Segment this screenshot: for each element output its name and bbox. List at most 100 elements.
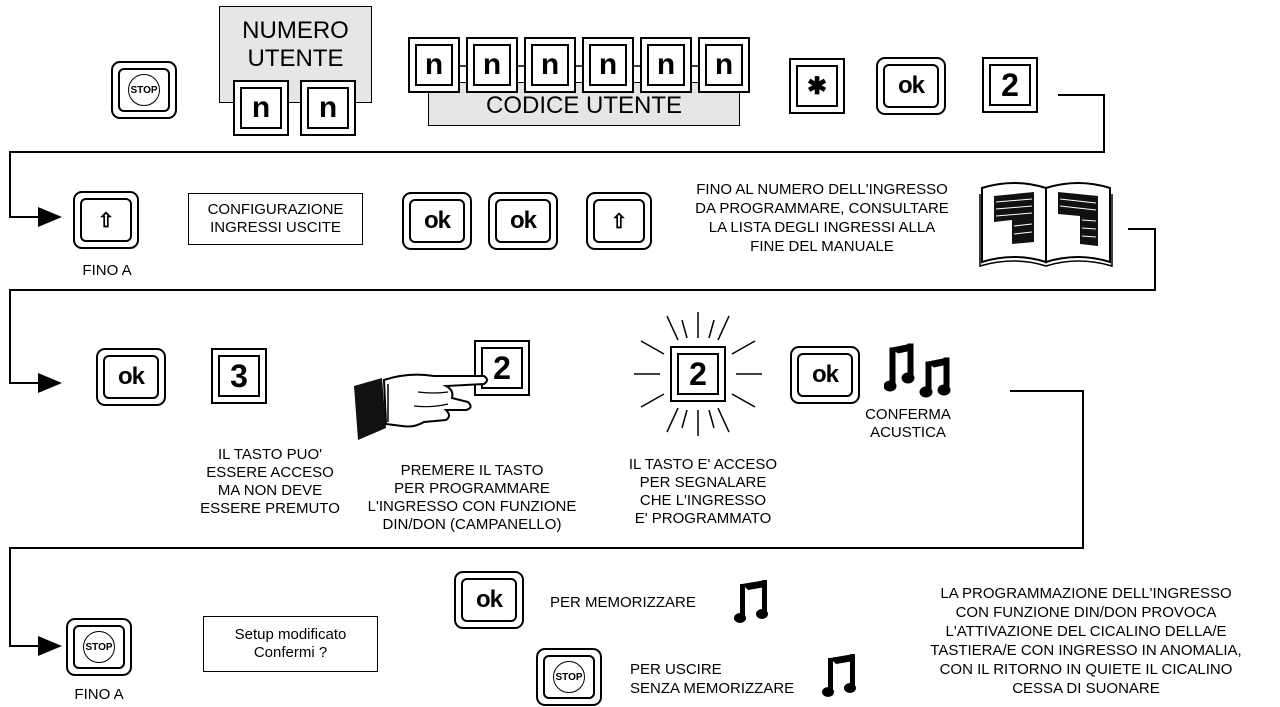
warning-line: L'ATTIVAZIONE DEL CICALINO DELLA/E (945, 623, 1227, 640)
exit-label: PER USCIRE SENZA MEMORIZZARE (630, 660, 794, 698)
note-line: CHE L'INGRESSO (639, 492, 767, 509)
stop-key-exit[interactable]: STOP (536, 648, 602, 706)
config-display: CONFIGURAZIONE INGRESSI USCITE (188, 193, 363, 245)
warning-line: LA PROGRAMMAZIONE DELL'INGRESSO (940, 585, 1232, 602)
setup-line1: Setup modificato (234, 626, 347, 643)
ok-label: ok (409, 199, 465, 243)
numero-utente-line2: UTENTE (247, 45, 344, 72)
user-code-key-5[interactable]: n (640, 37, 692, 93)
fino-a-label-1: FINO A (82, 262, 132, 279)
n-label: n (705, 44, 743, 86)
manual-instruction: FINO AL NUMERO DELL'INGRESSO DA PROGRAMM… (672, 180, 972, 256)
note-line: IL TASTO E' ACCESO (628, 456, 778, 473)
n-label: n (589, 44, 627, 86)
pointing-hand-icon (354, 373, 488, 440)
note-line: DIN/DON (CAMPANELLO) (382, 516, 562, 533)
stop-key-label: STOP (553, 661, 585, 693)
setup-line2: Confermi ? (253, 644, 328, 661)
light-rays (634, 312, 762, 436)
digit-2-key-pressed[interactable]: 2 (474, 340, 530, 396)
ok-key[interactable]: ok (876, 57, 946, 115)
music-note-icon (734, 580, 768, 623)
din-don-warning: LA PROGRAMMAZIONE DELL'INGRESSO CON FUNZ… (896, 584, 1276, 698)
instruction-line: LA LISTA DEGLI INGRESSI ALLA (708, 219, 936, 236)
n-label: n (531, 44, 569, 86)
ok-label: ok (495, 199, 551, 243)
ok-key-4[interactable]: ok (454, 571, 524, 629)
stop-key-4[interactable]: STOP (66, 618, 132, 676)
codice-utente-label: CODICE UTENTE (485, 92, 682, 119)
acoustic-confirmation: CONFERMA ACUSTICA (858, 406, 958, 442)
up-arrow-key-2[interactable]: ⇧ (586, 192, 652, 250)
setup-display: Setup modificato Confermi ? (203, 616, 378, 672)
numero-utente-line1: NUMERO (242, 17, 349, 44)
stop-key[interactable]: STOP (111, 61, 177, 119)
note-line: IL TASTO PUO' (217, 446, 322, 463)
exit-line: PER USCIRE (630, 661, 722, 678)
warning-line: CON FUNZIONE DIN/DON PROVOCA (955, 604, 1217, 621)
note-line: MA NON DEVE (217, 482, 323, 499)
user-code-key-4[interactable]: n (582, 37, 634, 93)
fino-a-label-2: FINO A (74, 686, 124, 703)
open-book-icon (979, 182, 1113, 268)
note-line: ESSERE ACCESO (206, 464, 334, 481)
digit-2-label: 2 (677, 353, 719, 395)
note-line: PREMERE IL TASTO (400, 462, 544, 479)
user-number-key-2[interactable]: n (300, 80, 356, 136)
ok-label: ok (103, 355, 159, 399)
exit-line: SENZA MEMORIZZARE (630, 680, 795, 697)
note-line: PER PROGRAMMARE (394, 480, 550, 497)
ok-key-2b[interactable]: ok (488, 192, 558, 250)
star-key[interactable]: ✱ (789, 58, 845, 114)
acoustic-line: ACUSTICA (870, 424, 946, 441)
user-code-key-1[interactable]: n (408, 37, 460, 93)
digit-3-key[interactable]: 3 (211, 348, 267, 404)
up-arrow-key[interactable]: ⇧ (73, 191, 139, 249)
music-note-icon (884, 343, 951, 398)
memorize-label: PER MEMORIZZARE (550, 594, 696, 611)
digit-2-label: 2 (989, 64, 1031, 106)
instruction-line: FINO AL NUMERO DELL'INGRESSO (696, 181, 948, 198)
n-label: n (240, 87, 282, 129)
stop-key-label: STOP (83, 631, 115, 663)
ok-label: ok (461, 578, 517, 622)
ok-key-3[interactable]: ok (96, 348, 166, 406)
acoustic-line: CONFERMA (865, 406, 951, 423)
note-line: ESSERE PREMUTO (200, 500, 340, 517)
numero-utente-panel: NUMERO UTENTE (219, 6, 372, 103)
up-arrow-icon: ⇧ (80, 198, 132, 242)
music-note-icon (822, 654, 856, 697)
note-key-lit: IL TASTO PUO' ESSERE ACCESO MA NON DEVE … (180, 446, 360, 518)
config-line1: CONFIGURAZIONE (207, 201, 344, 218)
ok-key-2a[interactable]: ok (402, 192, 472, 250)
user-code-key-6[interactable]: n (698, 37, 750, 93)
instruction-line: DA PROGRAMMARE, CONSULTARE (695, 200, 949, 217)
user-number-key-1[interactable]: n (233, 80, 289, 136)
ok-label: ok (883, 64, 939, 108)
warning-line: TASTIERA/E CON INGRESSO IN ANOMALIA, (930, 642, 1242, 659)
n-label: n (307, 87, 349, 129)
note-line: L'INGRESSO CON FUNZIONE (367, 498, 577, 515)
warning-line: CESSA DI SUONARE (1012, 680, 1160, 697)
config-line2: INGRESSI USCITE (210, 219, 341, 236)
up-arrow-icon: ⇧ (593, 199, 645, 243)
digit-3-label: 3 (218, 355, 260, 397)
user-code-key-3[interactable]: n (524, 37, 576, 93)
digit-2-key-lit: 2 (670, 346, 726, 402)
ok-key-3b[interactable]: ok (790, 346, 860, 404)
n-label: n (415, 44, 453, 86)
digit-2-key[interactable]: 2 (982, 57, 1038, 113)
note-press: PREMERE IL TASTO PER PROGRAMMARE L'INGRE… (362, 462, 582, 534)
n-label: n (473, 44, 511, 86)
ok-label: ok (797, 353, 853, 397)
star-icon: ✱ (796, 65, 838, 107)
user-code-key-2[interactable]: n (466, 37, 518, 93)
note-line: PER SEGNALARE (639, 474, 767, 491)
digit-2-label: 2 (481, 347, 523, 389)
warning-line: CON IL RITORNO IN QUIETE IL CICALINO (939, 661, 1233, 678)
note-line: E' PROGRAMMATO (634, 510, 772, 527)
n-label: n (647, 44, 685, 86)
instruction-line: FINE DEL MANUALE (750, 238, 894, 255)
note-lit: IL TASTO E' ACCESO PER SEGNALARE CHE L'I… (598, 456, 808, 528)
